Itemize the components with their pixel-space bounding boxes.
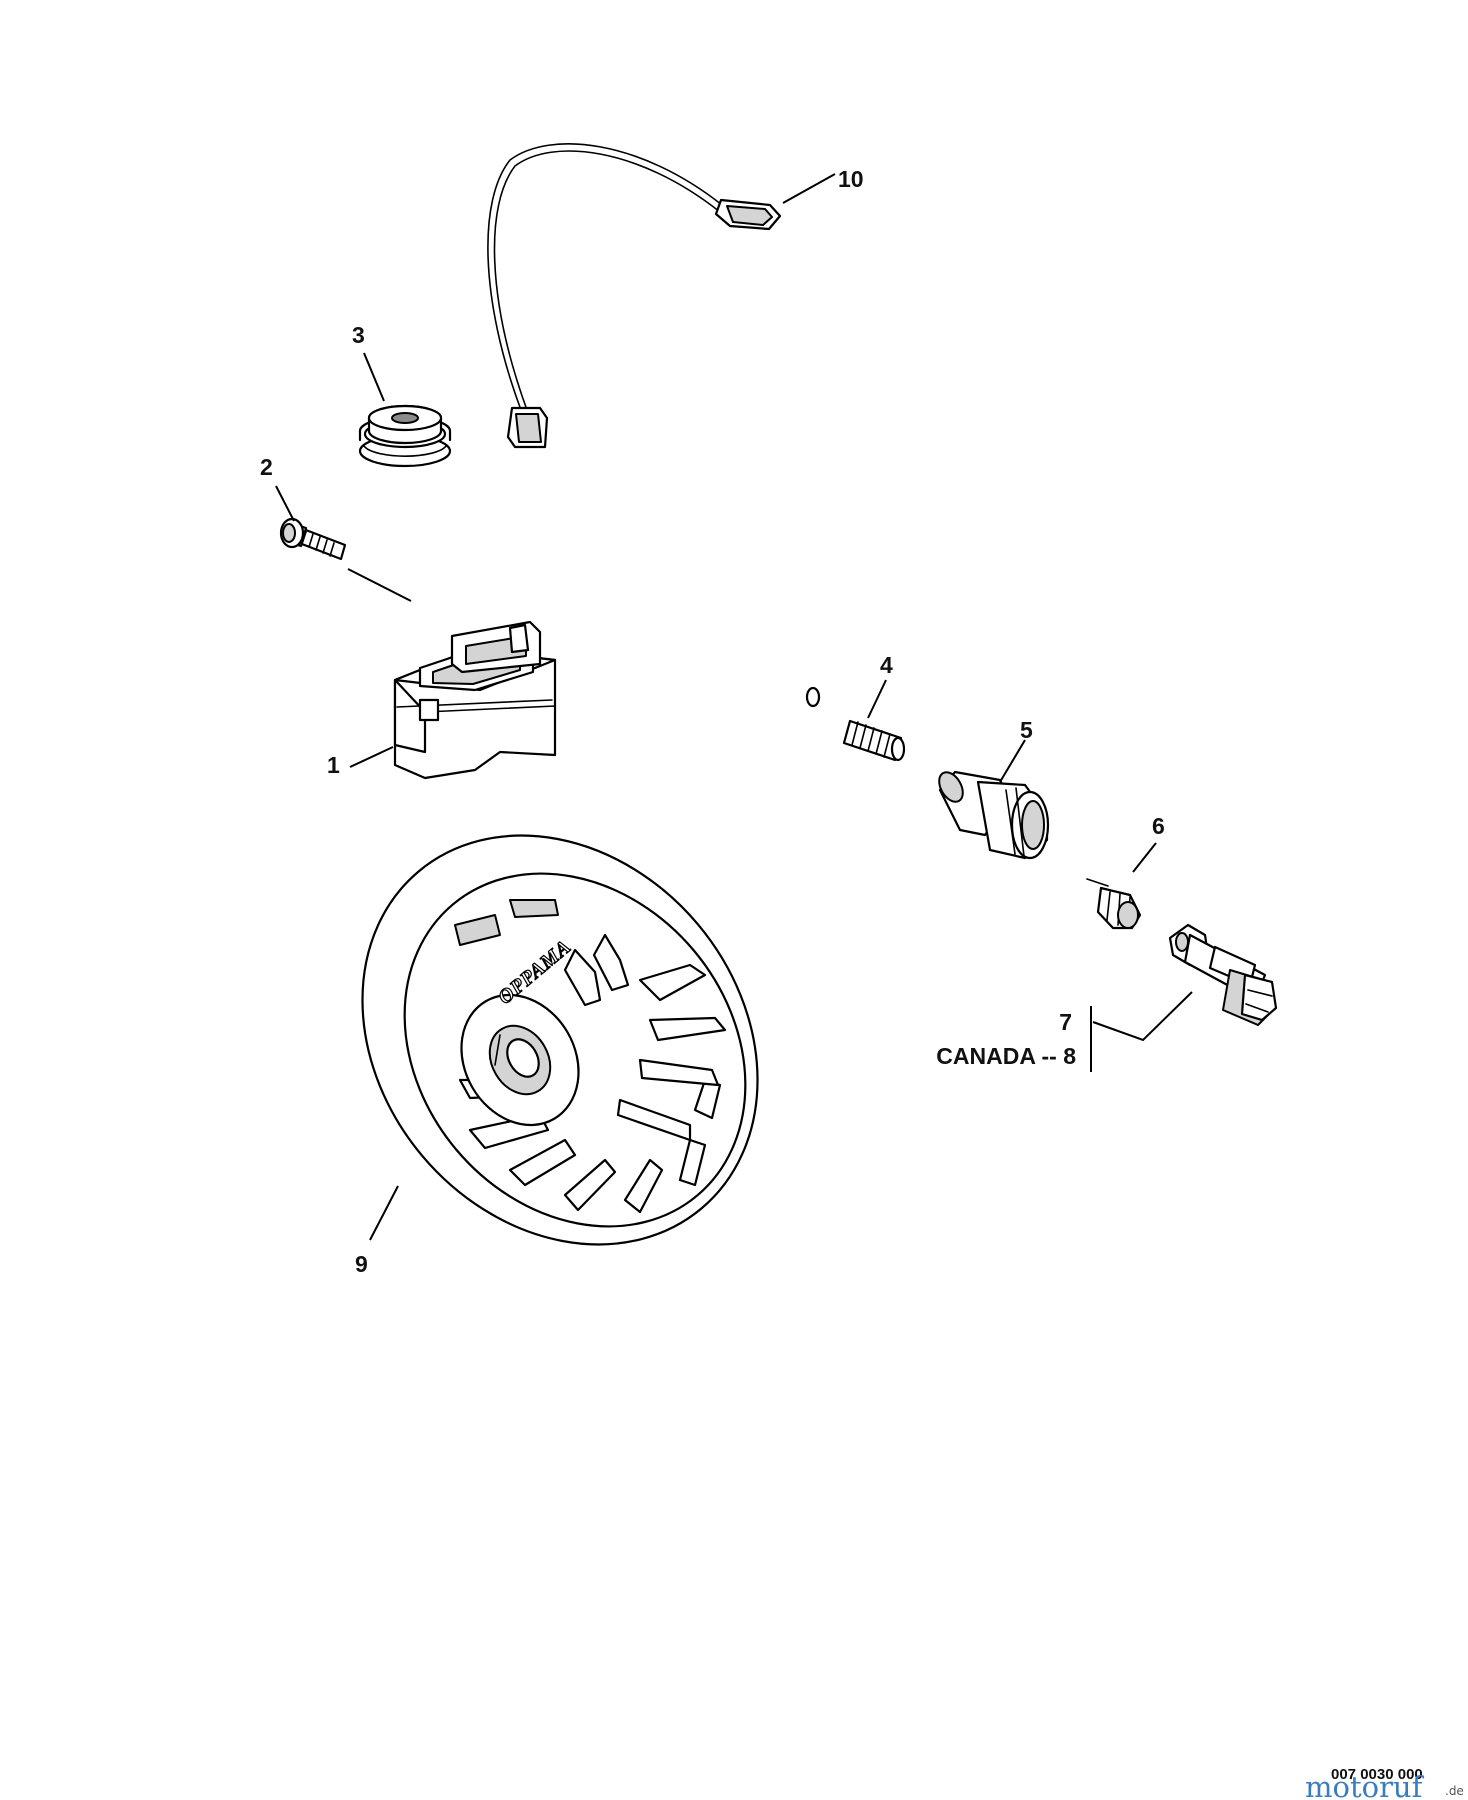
part-2-screw xyxy=(279,517,347,561)
part-1-ignition-coil xyxy=(393,497,821,780)
part-4-spring xyxy=(842,719,906,762)
leader-5 xyxy=(999,739,1026,783)
part-10-wire-lead xyxy=(487,143,782,449)
leader-4 xyxy=(867,679,887,719)
leader-lines xyxy=(275,173,1193,1241)
callout-4: 4 xyxy=(880,652,893,678)
part-6-terminal-nut xyxy=(1086,878,1142,930)
callout-3: 3 xyxy=(352,322,365,348)
callout-7: 7 xyxy=(1059,1009,1072,1035)
part-9-flywheel: OPPAMA xyxy=(361,834,759,1246)
callout-10: 10 xyxy=(838,166,864,192)
callout-1: 1 xyxy=(327,752,340,778)
leader-6 xyxy=(1132,842,1157,873)
part-5-plug-boot xyxy=(938,770,1050,860)
part-7-spark-plug xyxy=(1168,923,1278,1026)
callout-2: 2 xyxy=(260,454,273,480)
callout-6: 6 xyxy=(1152,813,1165,839)
leader-2 xyxy=(275,485,295,522)
callout-8: CANADA -- 8 xyxy=(936,1043,1076,1069)
callouts: 10 3 2 1 4 5 6 7 CANADA -- 8 9 xyxy=(260,166,1165,1277)
reference-code: 007 0030 000 xyxy=(1331,1766,1423,1783)
watermark-name: motoruf xyxy=(1305,1770,1425,1800)
callout-9: 9 xyxy=(355,1251,368,1277)
leader-10 xyxy=(782,173,836,204)
leader-2b xyxy=(347,568,412,602)
leader-9 xyxy=(369,1185,399,1241)
leader-7-8 xyxy=(1092,991,1193,1042)
callout-5: 5 xyxy=(1020,717,1033,743)
leader-1 xyxy=(349,746,394,768)
part-3-grommet xyxy=(358,404,452,468)
watermark-logo: motoruf .de xyxy=(1305,1770,1464,1800)
leader-3 xyxy=(363,352,385,402)
watermark-tld: .de xyxy=(1445,1784,1464,1798)
